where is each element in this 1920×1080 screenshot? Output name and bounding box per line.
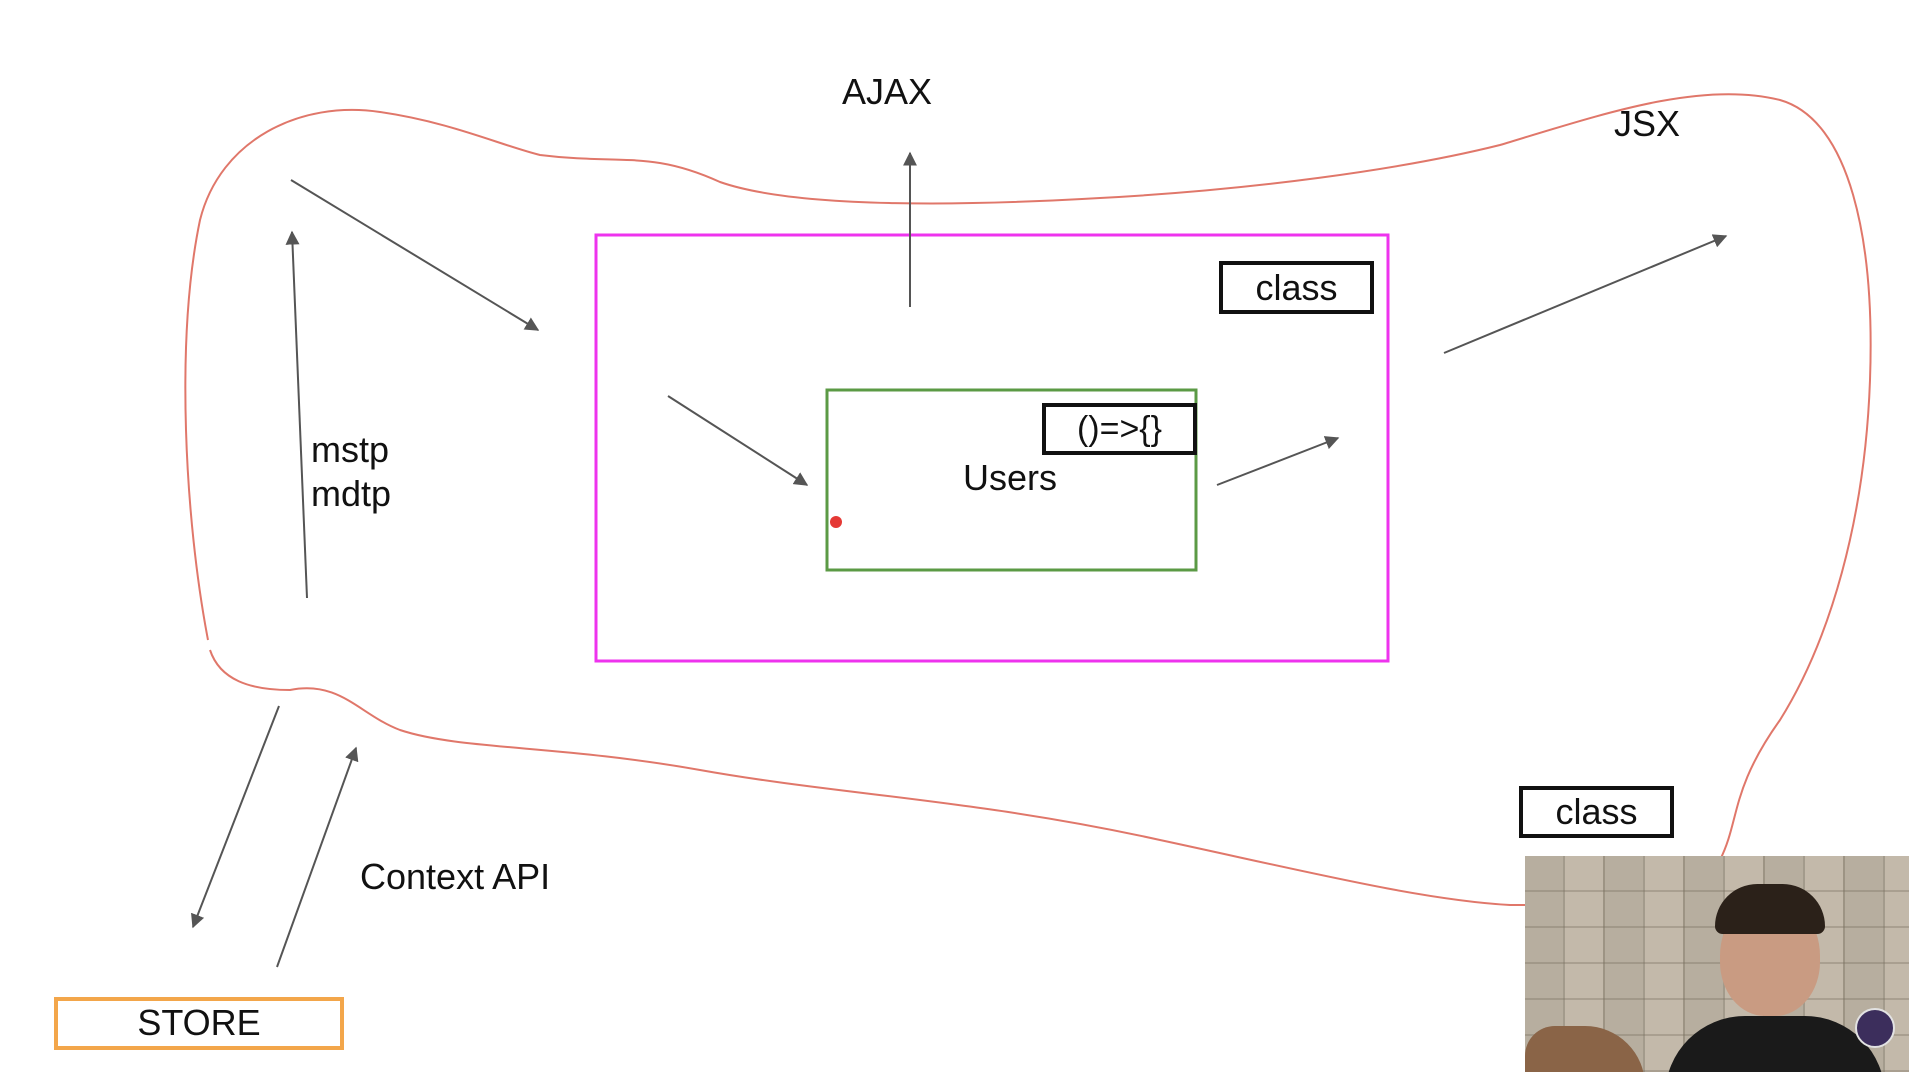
arrow-into-users: [667, 395, 809, 486]
arrow-mstp-mdtp-up: [285, 230, 308, 599]
ajax-label: AJAX: [842, 71, 933, 112]
mstp-label: mstp: [311, 429, 390, 470]
arrow-out-of-users: [1216, 436, 1340, 486]
mdtp-label: mdtp: [311, 473, 392, 514]
users-component-box: [825, 388, 1198, 572]
arrow-up-from-store: [276, 746, 359, 968]
class-label-top: class: [1219, 261, 1374, 314]
red-dot-marker: [830, 516, 842, 528]
store-box: [54, 997, 344, 1050]
channel-logo-icon: [1855, 1008, 1895, 1048]
arrow-to-jsx: [1443, 234, 1728, 354]
users-label: Users: [963, 457, 1058, 498]
class-label-bottom: class: [1519, 786, 1674, 838]
arrow-function-label: ()=>{}: [1042, 403, 1197, 455]
presenter-hair: [1715, 884, 1825, 934]
container-component-box: [594, 233, 1390, 663]
outline-curve: [184, 93, 1872, 907]
store-label: STORE: [137, 1002, 261, 1043]
arrow-down-to-store: [191, 705, 280, 929]
presenter-webcam: [1525, 856, 1909, 1072]
jsx-label: JSX: [1614, 103, 1681, 144]
context-api-label: Context API: [360, 856, 551, 897]
arrow-store-to-top-left: [290, 179, 540, 331]
